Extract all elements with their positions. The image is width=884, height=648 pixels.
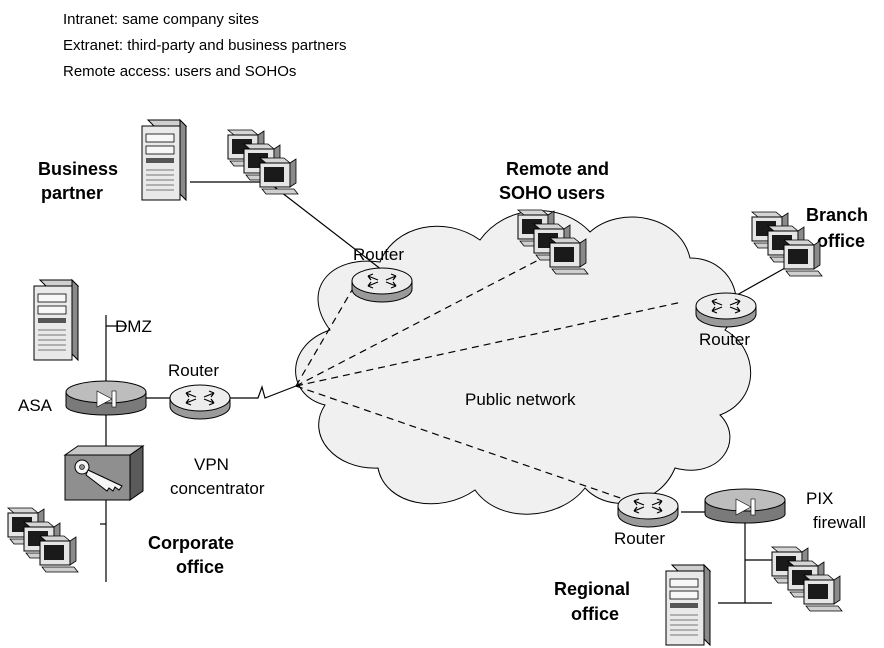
regional-router-icon bbox=[617, 492, 679, 528]
public-network-label: Public network bbox=[465, 390, 576, 409]
pix-firewall-label-line1: PIX bbox=[806, 489, 833, 508]
branch-office-label-line2: office bbox=[817, 231, 865, 251]
asa-firewall-icon bbox=[65, 380, 147, 416]
branch-office-label-line1: Branch bbox=[806, 205, 868, 225]
corporate-workstations-icon bbox=[8, 508, 78, 572]
branch-router-icon bbox=[695, 292, 757, 328]
business-partner-label-line1: Business bbox=[38, 159, 118, 179]
corporate-router-icon bbox=[169, 384, 231, 420]
pix-firewall-icon bbox=[704, 488, 786, 524]
regional-server-icon bbox=[665, 564, 711, 646]
business-partner-workstations-icon bbox=[228, 130, 298, 194]
regional-router-label: Router bbox=[614, 529, 665, 548]
extranet-router-icon bbox=[351, 267, 413, 303]
corporate-office-label-line1: Corporate bbox=[148, 533, 234, 553]
asa-label: ASA bbox=[18, 396, 53, 415]
regional-office-label-line1: Regional bbox=[554, 579, 630, 599]
vpn-tunnels bbox=[295, 254, 683, 503]
regional-workstations-icon bbox=[772, 547, 842, 611]
branch-router-label: Router bbox=[699, 330, 750, 349]
extranet-router-label: Router bbox=[353, 245, 404, 264]
corporate-office-label-line2: office bbox=[176, 557, 224, 577]
legend-extranet: Extranet: third-party and business partn… bbox=[63, 37, 346, 54]
business-partner-label-line2: partner bbox=[41, 183, 103, 203]
dmz-server-icon bbox=[33, 279, 79, 361]
vpn-concentrator-label-line2: concentrator bbox=[170, 479, 265, 498]
pix-firewall-label-line2: firewall bbox=[813, 513, 866, 532]
legend-remote-access: Remote access: users and SOHOs bbox=[63, 63, 296, 80]
remote-soho-label-line1: Remote and bbox=[506, 159, 609, 179]
vpn-concentrator-label-line1: VPN bbox=[194, 455, 229, 474]
regional-office-label-line2: office bbox=[571, 604, 619, 624]
business-partner-server-icon bbox=[141, 119, 187, 201]
dmz-label: DMZ bbox=[115, 317, 152, 336]
corporate-router-label: Router bbox=[168, 361, 219, 380]
vpn-concentrator-icon bbox=[63, 445, 145, 501]
legend-intranet: Intranet: same company sites bbox=[63, 11, 259, 28]
remote-soho-label-line2: SOHO users bbox=[499, 183, 605, 203]
